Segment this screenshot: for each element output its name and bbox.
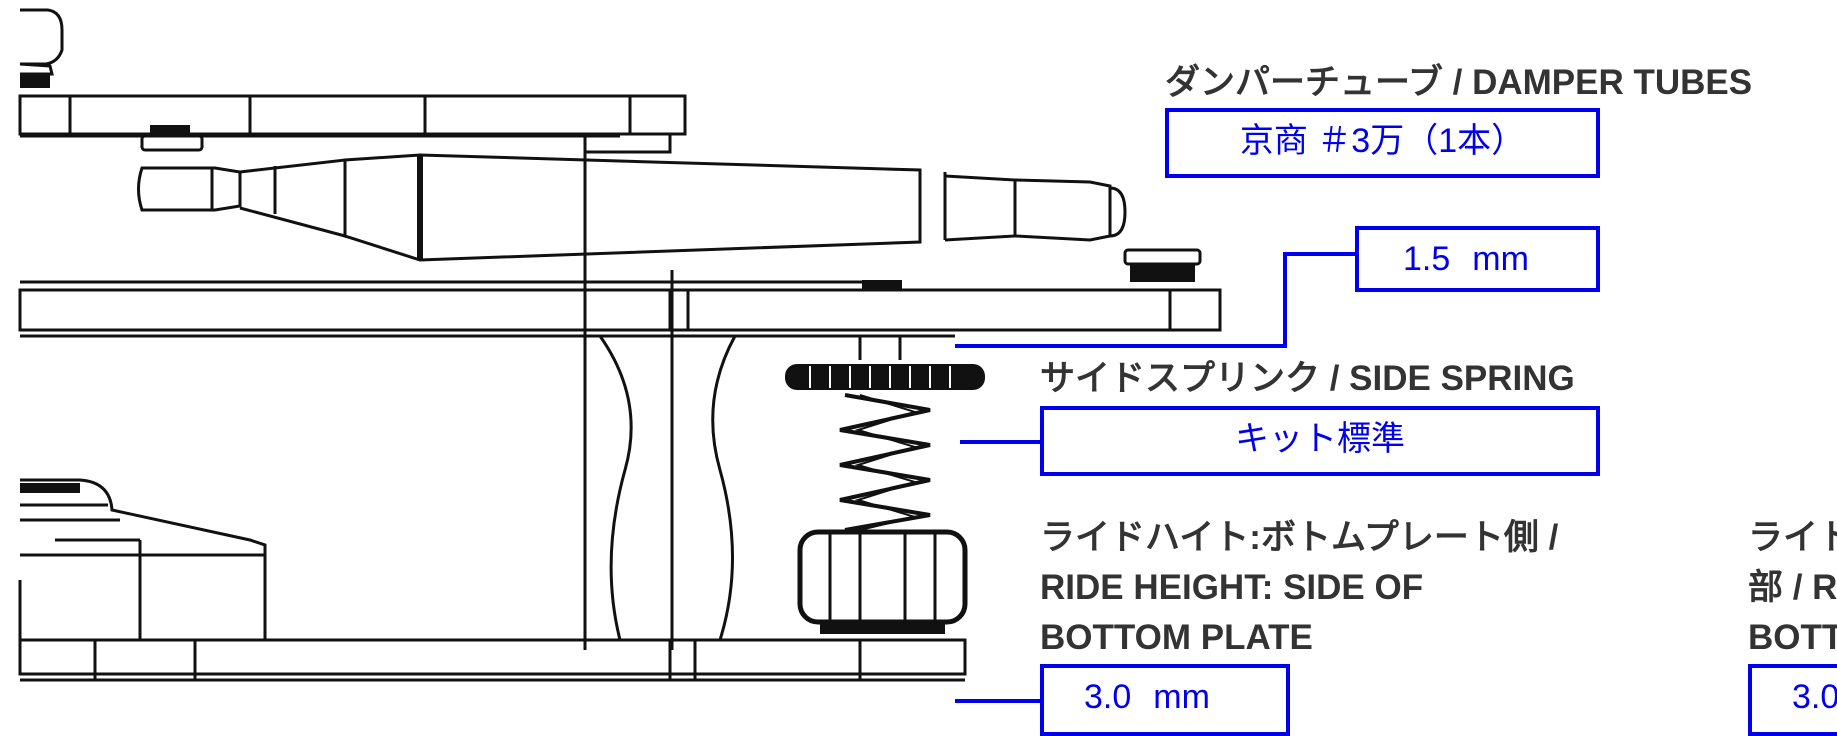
damper-gap-value: 1.5 (1403, 240, 1451, 278)
top-cap-part (19, 8, 64, 88)
side-spring-value-box[interactable]: キット標準 (1040, 406, 1600, 476)
ride-height-right-label-line2: 部 / R (1748, 568, 1837, 607)
middle-plate (18, 280, 1222, 338)
ride-height-side-label-line1: ライドハイト:ボトムプレート側 / (1040, 518, 1559, 557)
damper-tubes-label: ダンパーチューブ / DAMPER TUBES (1165, 63, 1753, 102)
damper-gap-unit: mm (1472, 240, 1529, 278)
bottom-plate (18, 638, 967, 682)
side-spring-label: サイドスプリンク / SIDE SPRING (1040, 359, 1575, 398)
damper-tubes-value-box[interactable]: 京商 ＃3万（1本） (1165, 108, 1600, 178)
ride-height-right-label-line3: BOTT (1748, 618, 1837, 657)
ride-height-side-value: 3.0 (1084, 678, 1132, 716)
ride-height-side-value-box[interactable]: 3.0 mm (1040, 664, 1290, 736)
damper-tube (137, 125, 1202, 282)
side-spring (785, 364, 985, 634)
damper-gap-value-box[interactable]: 1.5 mm (1355, 226, 1600, 292)
damper-tubes-value: 京商 ＃3万（1本） (1239, 122, 1526, 160)
ride-height-side-unit: mm (1153, 678, 1210, 716)
ride-height-side-label-line3: BOTTOM PLATE (1040, 618, 1313, 657)
side-spring-value: キット標準 (1235, 420, 1405, 458)
ride-height-right-value: 3.0 (1792, 678, 1837, 716)
posts (583, 136, 902, 650)
ride-height-right-value-box[interactable]: 3.0 (1748, 664, 1837, 736)
ride-height-right-label-line1: ライト (1748, 518, 1837, 557)
leader-lines (955, 252, 1355, 703)
ride-height-side-label-line2: RIDE HEIGHT: SIDE OF (1040, 568, 1424, 607)
left-lower-part (18, 478, 267, 640)
